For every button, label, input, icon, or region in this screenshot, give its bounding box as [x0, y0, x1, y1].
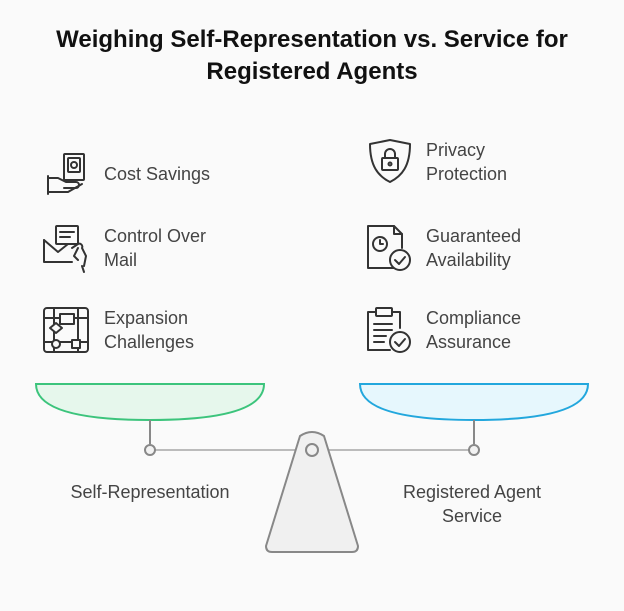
item-expansion-challenges: Expansion Challenges — [42, 304, 194, 356]
left-side-label: Self-Representation — [70, 482, 230, 502]
item-compliance-assurance: Compliance Assurance — [364, 304, 521, 356]
left-beam-joint — [144, 444, 156, 456]
shield-lock-icon — [364, 136, 416, 188]
item-label: Control Over Mail — [104, 226, 207, 270]
item-control-over-mail: Control Over Mail — [42, 222, 206, 274]
right-beam-joint — [468, 444, 480, 456]
item-label: Cost Savings — [104, 164, 211, 184]
fulcrum-pivot — [305, 443, 319, 457]
flowchart-icon — [42, 304, 94, 356]
page-title: Weighing Self-Representation vs. Service… — [0, 24, 624, 88]
money-hand-icon — [42, 148, 94, 200]
item-label: Guaranteed Availability — [426, 226, 522, 270]
right-pan — [358, 383, 590, 422]
clock-check-icon — [364, 222, 416, 274]
item-cost-savings: Cost Savings — [42, 148, 210, 200]
scale-stand — [265, 431, 359, 553]
title-line-1: Weighing Self-Representation vs. Service… — [56, 26, 568, 53]
right-side-label: Registered Agent Service — [402, 482, 542, 526]
clipboard-check-icon — [364, 304, 416, 356]
item-guaranteed-availability: Guaranteed Availability — [364, 222, 521, 274]
mail-hand-icon — [42, 222, 94, 274]
item-privacy-protection: Privacy Protection — [364, 136, 507, 188]
left-pan — [34, 383, 266, 422]
title-line-2: Registered Agents — [206, 58, 418, 85]
item-label: Compliance Assurance — [426, 308, 522, 352]
item-label: Expansion Challenges — [104, 308, 195, 352]
item-label: Privacy Protection — [426, 140, 508, 184]
